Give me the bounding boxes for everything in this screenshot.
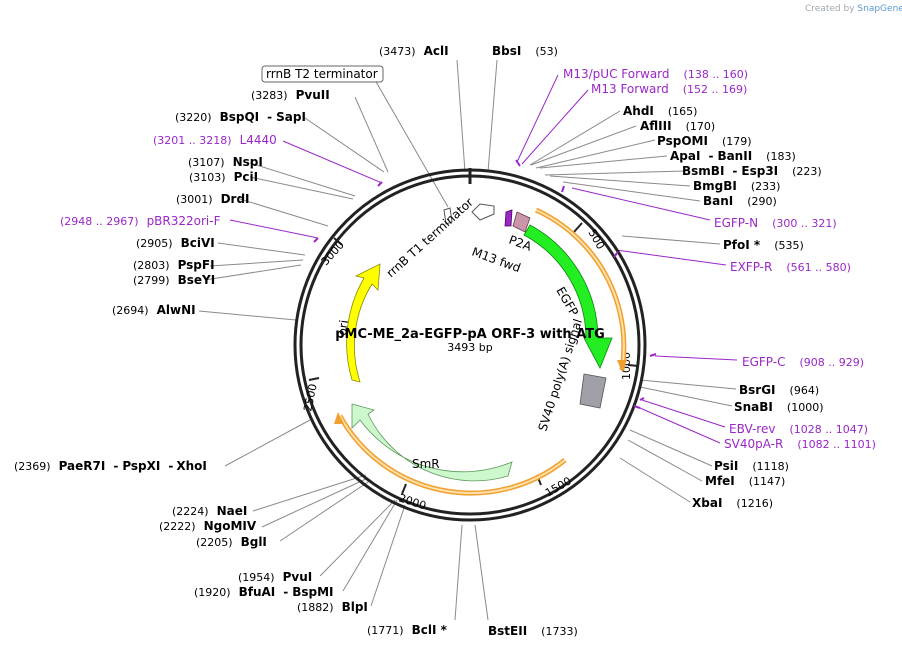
p2a-feature xyxy=(512,211,531,233)
feature-label-ori: ori xyxy=(335,319,351,336)
primer-ebvrev[interactable]: EBV-rev(1028 .. 1047) xyxy=(729,422,868,436)
enzyme-ngomiv[interactable]: (2222)NgoMIV xyxy=(159,519,257,533)
primer-connector-lines xyxy=(229,74,738,444)
enzyme-naei[interactable]: (2224)NaeI xyxy=(172,504,247,518)
enzyme-pspomi[interactable]: PspOMI(179) xyxy=(657,134,752,148)
enzyme-blpi[interactable]: (1882)BlpI xyxy=(297,600,368,614)
primer-exfpr[interactable]: EXFP-R(561 .. 580) xyxy=(730,260,851,274)
enzyme-psii[interactable]: PsiI(1118) xyxy=(714,459,789,473)
enzyme-bgli[interactable]: (2205)BglI xyxy=(196,535,267,549)
tick-3000: 3000 xyxy=(319,239,347,269)
enzyme-nspi[interactable]: (3107)NspI xyxy=(188,155,263,169)
snapgene-brand: SnapGene xyxy=(857,4,902,14)
primer-egfpn[interactable]: EGFP-N(300 .. 321) xyxy=(714,216,837,230)
position-ticks xyxy=(308,222,639,495)
connector-lines-left xyxy=(198,59,498,621)
smr-orange-arrowhead xyxy=(334,412,344,424)
primer-m13fwd[interactable]: M13 Forward(152 .. 169) xyxy=(591,82,747,96)
enzyme-bsmbi[interactable]: BsmBI-Esp3I(223) xyxy=(682,164,822,178)
enzyme-pspfi[interactable]: (2803)PspFI xyxy=(133,258,215,272)
enzyme-bsrgi[interactable]: BsrGI(964) xyxy=(739,383,819,397)
enzyme-bsteii[interactable]: BstEII(1733) xyxy=(488,624,578,638)
rrnb-t1-terminator-feature xyxy=(471,203,495,221)
egfp-orange-arrowhead xyxy=(617,360,627,372)
egfp-feature xyxy=(523,224,613,369)
enzyme-ahdi[interactable]: AhdI(165) xyxy=(623,104,697,118)
enzyme-afliii[interactable]: AflIII(170) xyxy=(640,119,715,133)
enzyme-rrnb-t2[interactable]: rrnB T2 terminator xyxy=(266,67,378,81)
enzyme-bbsi[interactable]: BbsI(53) xyxy=(492,44,558,58)
enzyme-bcli[interactable]: (1771)BclI * xyxy=(367,623,448,637)
enzyme-labels-right: M13/pUC Forward(138 .. 160) M13 Forward(… xyxy=(563,67,876,510)
enzyme-bfuai[interactable]: (1920)BfuAI-BspMI xyxy=(194,585,334,599)
plasmid-name: pMC-ME_2a-EGFP-pA ORF-3 with ATG xyxy=(335,327,605,342)
smr-feature xyxy=(351,403,513,482)
primer-l4440[interactable]: (3201 .. 3218)L4440 xyxy=(153,133,277,147)
feature-label-rrnb-t1: rrnB T1 terminator xyxy=(384,195,476,280)
feature-label-m13-fwd: M13 fwd xyxy=(470,245,523,276)
tick-2500: 2500 xyxy=(301,383,320,413)
enzyme-apai[interactable]: ApaI-BanII(183) xyxy=(670,149,796,163)
m13-fwd-feature xyxy=(504,209,513,227)
enzyme-pvui[interactable]: (1954)PvuI xyxy=(238,570,312,584)
enzyme-bani[interactable]: BanI(290) xyxy=(703,194,777,208)
enzyme-xbai[interactable]: XbaI(1216) xyxy=(692,496,773,510)
connector-lines-right xyxy=(529,110,737,503)
enzyme-bmgbi[interactable]: BmgBI(233) xyxy=(693,179,780,193)
primer-m13puc[interactable]: M13/pUC Forward(138 .. 160) xyxy=(563,67,748,81)
rrnb-t2-box xyxy=(261,65,384,83)
enzyme-pfoi[interactable]: PfoI *(535) xyxy=(723,238,804,252)
credit-text: Created by SnapGene xyxy=(805,4,902,14)
enzyme-snabi[interactable]: SnaBI(1000) xyxy=(734,400,823,414)
enzyme-drdi[interactable]: (3001)DrdI xyxy=(176,192,250,206)
primer-egfpc[interactable]: EGFP-C(908 .. 929) xyxy=(742,355,864,369)
enzyme-bspqi[interactable]: (3220)BspQI-SapI xyxy=(175,110,306,124)
enzyme-pvuii[interactable]: (3283)PvuII xyxy=(251,88,330,102)
enzyme-bcivi[interactable]: (2905)BciVI xyxy=(136,236,215,250)
enzyme-bseyi[interactable]: (2799)BseYI xyxy=(133,273,215,287)
primer-marks xyxy=(313,159,657,409)
primer-pbr322ori[interactable]: (2948 .. 2967)pBR322ori-F xyxy=(60,214,221,228)
enzyme-labels-left: (3473)AclI BbsI(53) rrnB T2 terminator (… xyxy=(14,44,578,638)
ori-feature xyxy=(346,263,381,383)
feature-label-smr: SmR xyxy=(412,457,440,471)
primer-sv40par[interactable]: SV40pA-R(1082 .. 1101) xyxy=(724,437,876,451)
sv40-polya-feature xyxy=(579,373,607,409)
enzyme-pcii[interactable]: (3103)PciI xyxy=(189,170,258,184)
enzyme-acli[interactable]: (3473)AclI xyxy=(379,44,449,58)
enzyme-mfei[interactable]: MfeI(1147) xyxy=(705,474,785,488)
rrnb-t2-terminator-feature xyxy=(443,207,453,225)
plasmid-length: 3493 bp xyxy=(447,341,492,354)
enzyme-paer7i[interactable]: (2369)PaeR7I-PspXI-XhoI xyxy=(14,459,207,473)
enzyme-alwni[interactable]: (2694)AlwNI xyxy=(112,303,196,317)
